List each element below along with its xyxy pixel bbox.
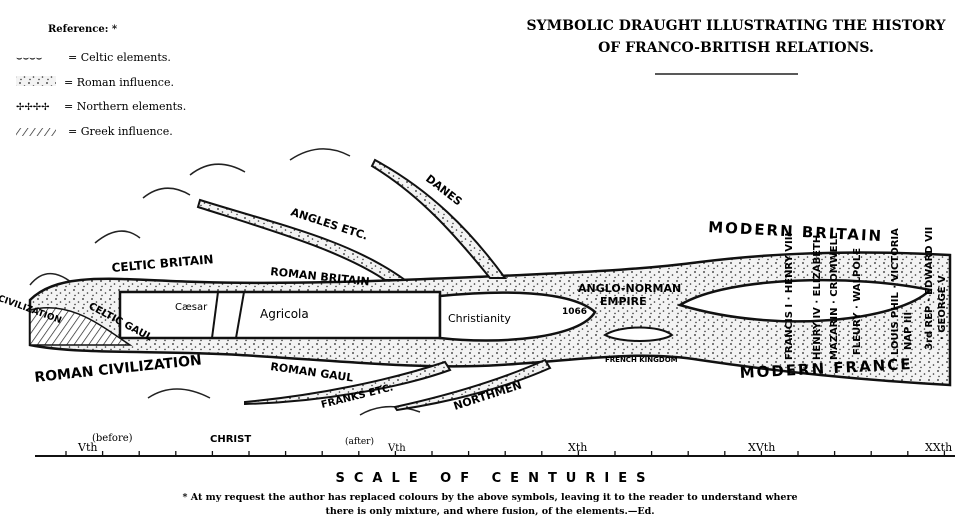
scale-ticks — [65, 451, 946, 457]
mountains — [29, 148, 421, 416]
label-anglo-norman: ANGLO-NORMAN — [578, 282, 681, 295]
title-line-2: OF FRANCO-BRITISH RELATIONS. — [598, 40, 874, 56]
ruler-label: LOUIS PHIL · VICTORIA — [890, 228, 901, 355]
tick-label-xv: XVth — [748, 441, 775, 454]
label-christianity: Christianity — [448, 312, 511, 325]
ruler-label: FRANCIS I · HENRY VIII — [784, 233, 795, 360]
legend-roman: = Roman influence. — [16, 76, 174, 89]
branches — [196, 158, 552, 412]
label-caesar: Cæsar — [175, 302, 208, 313]
greek-stream — [29, 307, 133, 346]
label-roman-civilization: ROMAN CIVILIZATION — [34, 353, 203, 386]
legend-celtic: ⌣⌣⌣⌣ = Celtic elements. — [16, 51, 171, 64]
ruler-label: NAP III — [903, 312, 914, 350]
french-kingdom-island — [603, 326, 674, 342]
northern-symbol-icon: ✢✢✢✢ — [16, 102, 50, 113]
title-line-1: SYMBOLIC DRAUGHT ILLUSTRATING THE HISTOR… — [526, 18, 946, 34]
ruler-label: FLEURY · WALPOLE — [852, 248, 863, 355]
label-roman-gaul: ROMAN GAUL — [270, 360, 354, 384]
scale-title: SCALE OF CENTURIES — [336, 471, 655, 486]
tick-label-xx: XXth — [925, 441, 952, 454]
celtic-symbol-icon: ⌣⌣⌣⌣ — [16, 53, 42, 64]
svg-text:= Northern elements.: = Northern elements. — [64, 100, 186, 113]
svg-text:= Celtic elements.: = Celtic elements. — [68, 51, 171, 64]
legend-greek: = Greek influence. — [16, 125, 173, 138]
tick-note-before: (before) — [92, 433, 133, 444]
svg-text:= Greek influence.: = Greek influence. — [68, 125, 173, 138]
roman-symbol-icon — [16, 76, 56, 86]
ruler-label: 3rd REP · EDWARD VII — [924, 227, 935, 350]
label-1066: 1066 — [562, 307, 587, 317]
christianity-island — [438, 291, 597, 342]
label-french-kingdom: FRENCH KINGDOM — [605, 356, 678, 364]
ruler-label: MAZARIN · CROMWELL — [829, 232, 840, 360]
svg-text:= Roman influence.: = Roman influence. — [64, 76, 174, 89]
greek-symbol-icon — [16, 128, 56, 136]
legend-northern: ✢✢✢✢ = Northern elements. — [16, 100, 186, 113]
tick-label-x: Xth — [568, 441, 587, 454]
tick-note-after: (after) — [345, 436, 374, 447]
ruler-label: HENRY IV · ELIZABETH — [812, 235, 823, 360]
label-celtic-britain: CELTIC BRITAIN — [111, 252, 214, 275]
label-modern-britain: MODERN BRITAIN — [708, 218, 884, 245]
label-empire: EMPIRE — [600, 295, 647, 308]
tick-label-christ: CHRIST — [210, 434, 251, 445]
footnote-line-1: * At my request the author has replaced … — [182, 492, 797, 503]
tick-label-v-before: Vth — [77, 441, 97, 454]
tick-label-v-after: Vth — [387, 443, 406, 454]
modern-island — [676, 278, 933, 323]
reference-heading: Reference: * — [48, 24, 118, 35]
label-agricola: Agricola — [260, 307, 309, 321]
ruler-label: · GEORGE V — [937, 275, 948, 340]
rulers: FRANCIS I · HENRY VIII HENRY IV · ELIZAB… — [784, 227, 948, 360]
footnote-line-2: there is only mixture, and where fusion,… — [325, 506, 654, 517]
